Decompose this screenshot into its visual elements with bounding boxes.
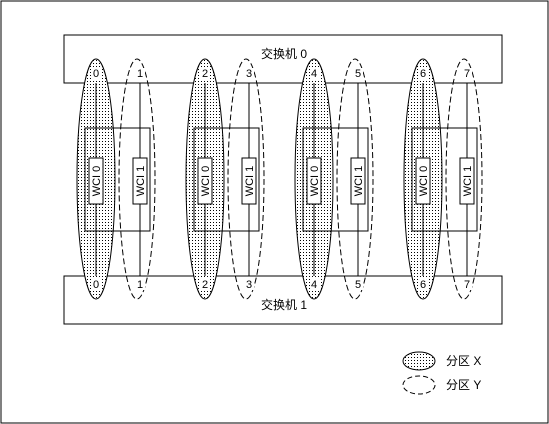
port-number-bottom-1: 1 [137,279,143,291]
port-number-bottom-0: 4 [311,279,317,291]
port-number-top-0: 6 [420,68,426,80]
node-group-0: WCI 0 WCI 1 0 0 1 1 [76,58,156,300]
wci-label-1: WCI 1 [353,166,365,197]
node-box [193,127,260,232]
port-number-bg [245,279,254,290]
wci-box-1 [350,157,366,205]
port-number-bottom-0: 0 [93,279,99,291]
port-number-bg [310,279,319,290]
port-number-top-1: 1 [137,68,143,80]
port-number-bg [354,68,363,79]
port-number-top-0: 0 [93,68,99,80]
wci-box-0 [197,157,213,205]
switch-1-label: 交换机 1 [261,297,307,312]
port-number-bottom-1: 5 [355,279,361,291]
wci-label-1: WCI 1 [244,166,256,197]
node-box [84,127,151,232]
port-number-bottom-0: 6 [420,279,426,291]
port-number-top-0: 2 [202,68,208,80]
port-number-top-1: 3 [246,68,252,80]
port-number-bg [136,279,145,290]
wci-box-0 [306,157,322,205]
partition-y-ellipse [227,58,265,300]
node-box [411,127,478,232]
wci-label-0: WCI 0 [200,166,212,197]
wci-box-0 [88,157,104,205]
port-number-bg [463,279,472,290]
legend-partition-x-swatch [402,351,436,371]
wci-label-1: WCI 1 [462,166,474,197]
port-number-bg [92,68,101,79]
port-number-top-0: 4 [311,68,317,80]
port-number-bg [419,68,428,79]
wci-label-0: WCI 0 [91,166,103,197]
port-number-bg [245,68,254,79]
port-number-top-1: 7 [464,68,470,80]
port-number-bg [201,279,210,290]
port-number-bg [201,68,210,79]
node-group-1: WCI 0 WCI 1 2 2 3 3 [185,58,265,300]
port-number-bg [136,68,145,79]
wci-box-1 [459,157,475,205]
wci-label-0: WCI 0 [309,166,321,197]
port-number-bg [310,68,319,79]
node-group-3: WCI 0 WCI 1 6 6 7 7 [403,58,483,300]
port-number-bottom-0: 2 [202,279,208,291]
port-number-bg [463,68,472,79]
port-number-bg [419,279,428,290]
legend-partition-x-label: 分区 X [446,354,481,368]
partition-y-ellipse [336,58,374,300]
wci-box-0 [415,157,431,205]
wci-box-1 [241,157,257,205]
port-number-bg [92,279,101,290]
wci-box-1 [132,157,148,205]
wci-label-0: WCI 0 [418,166,430,197]
port-number-bottom-1: 3 [246,279,252,291]
partition-y-ellipse [118,58,156,300]
switch-0-label: 交换机 0 [261,46,307,61]
partition-y-ellipse [445,58,483,300]
legend-partition-y-label: 分区 Y [446,378,481,392]
legend: 分区 X 分区 Y [402,351,481,395]
port-number-bg [354,279,363,290]
node-group-2: WCI 0 WCI 1 4 4 5 5 [294,58,374,300]
port-number-bottom-1: 7 [464,279,470,291]
port-number-top-1: 5 [355,68,361,80]
node-box [302,127,369,232]
wci-label-1: WCI 1 [135,166,147,197]
legend-partition-y-swatch [402,375,436,395]
